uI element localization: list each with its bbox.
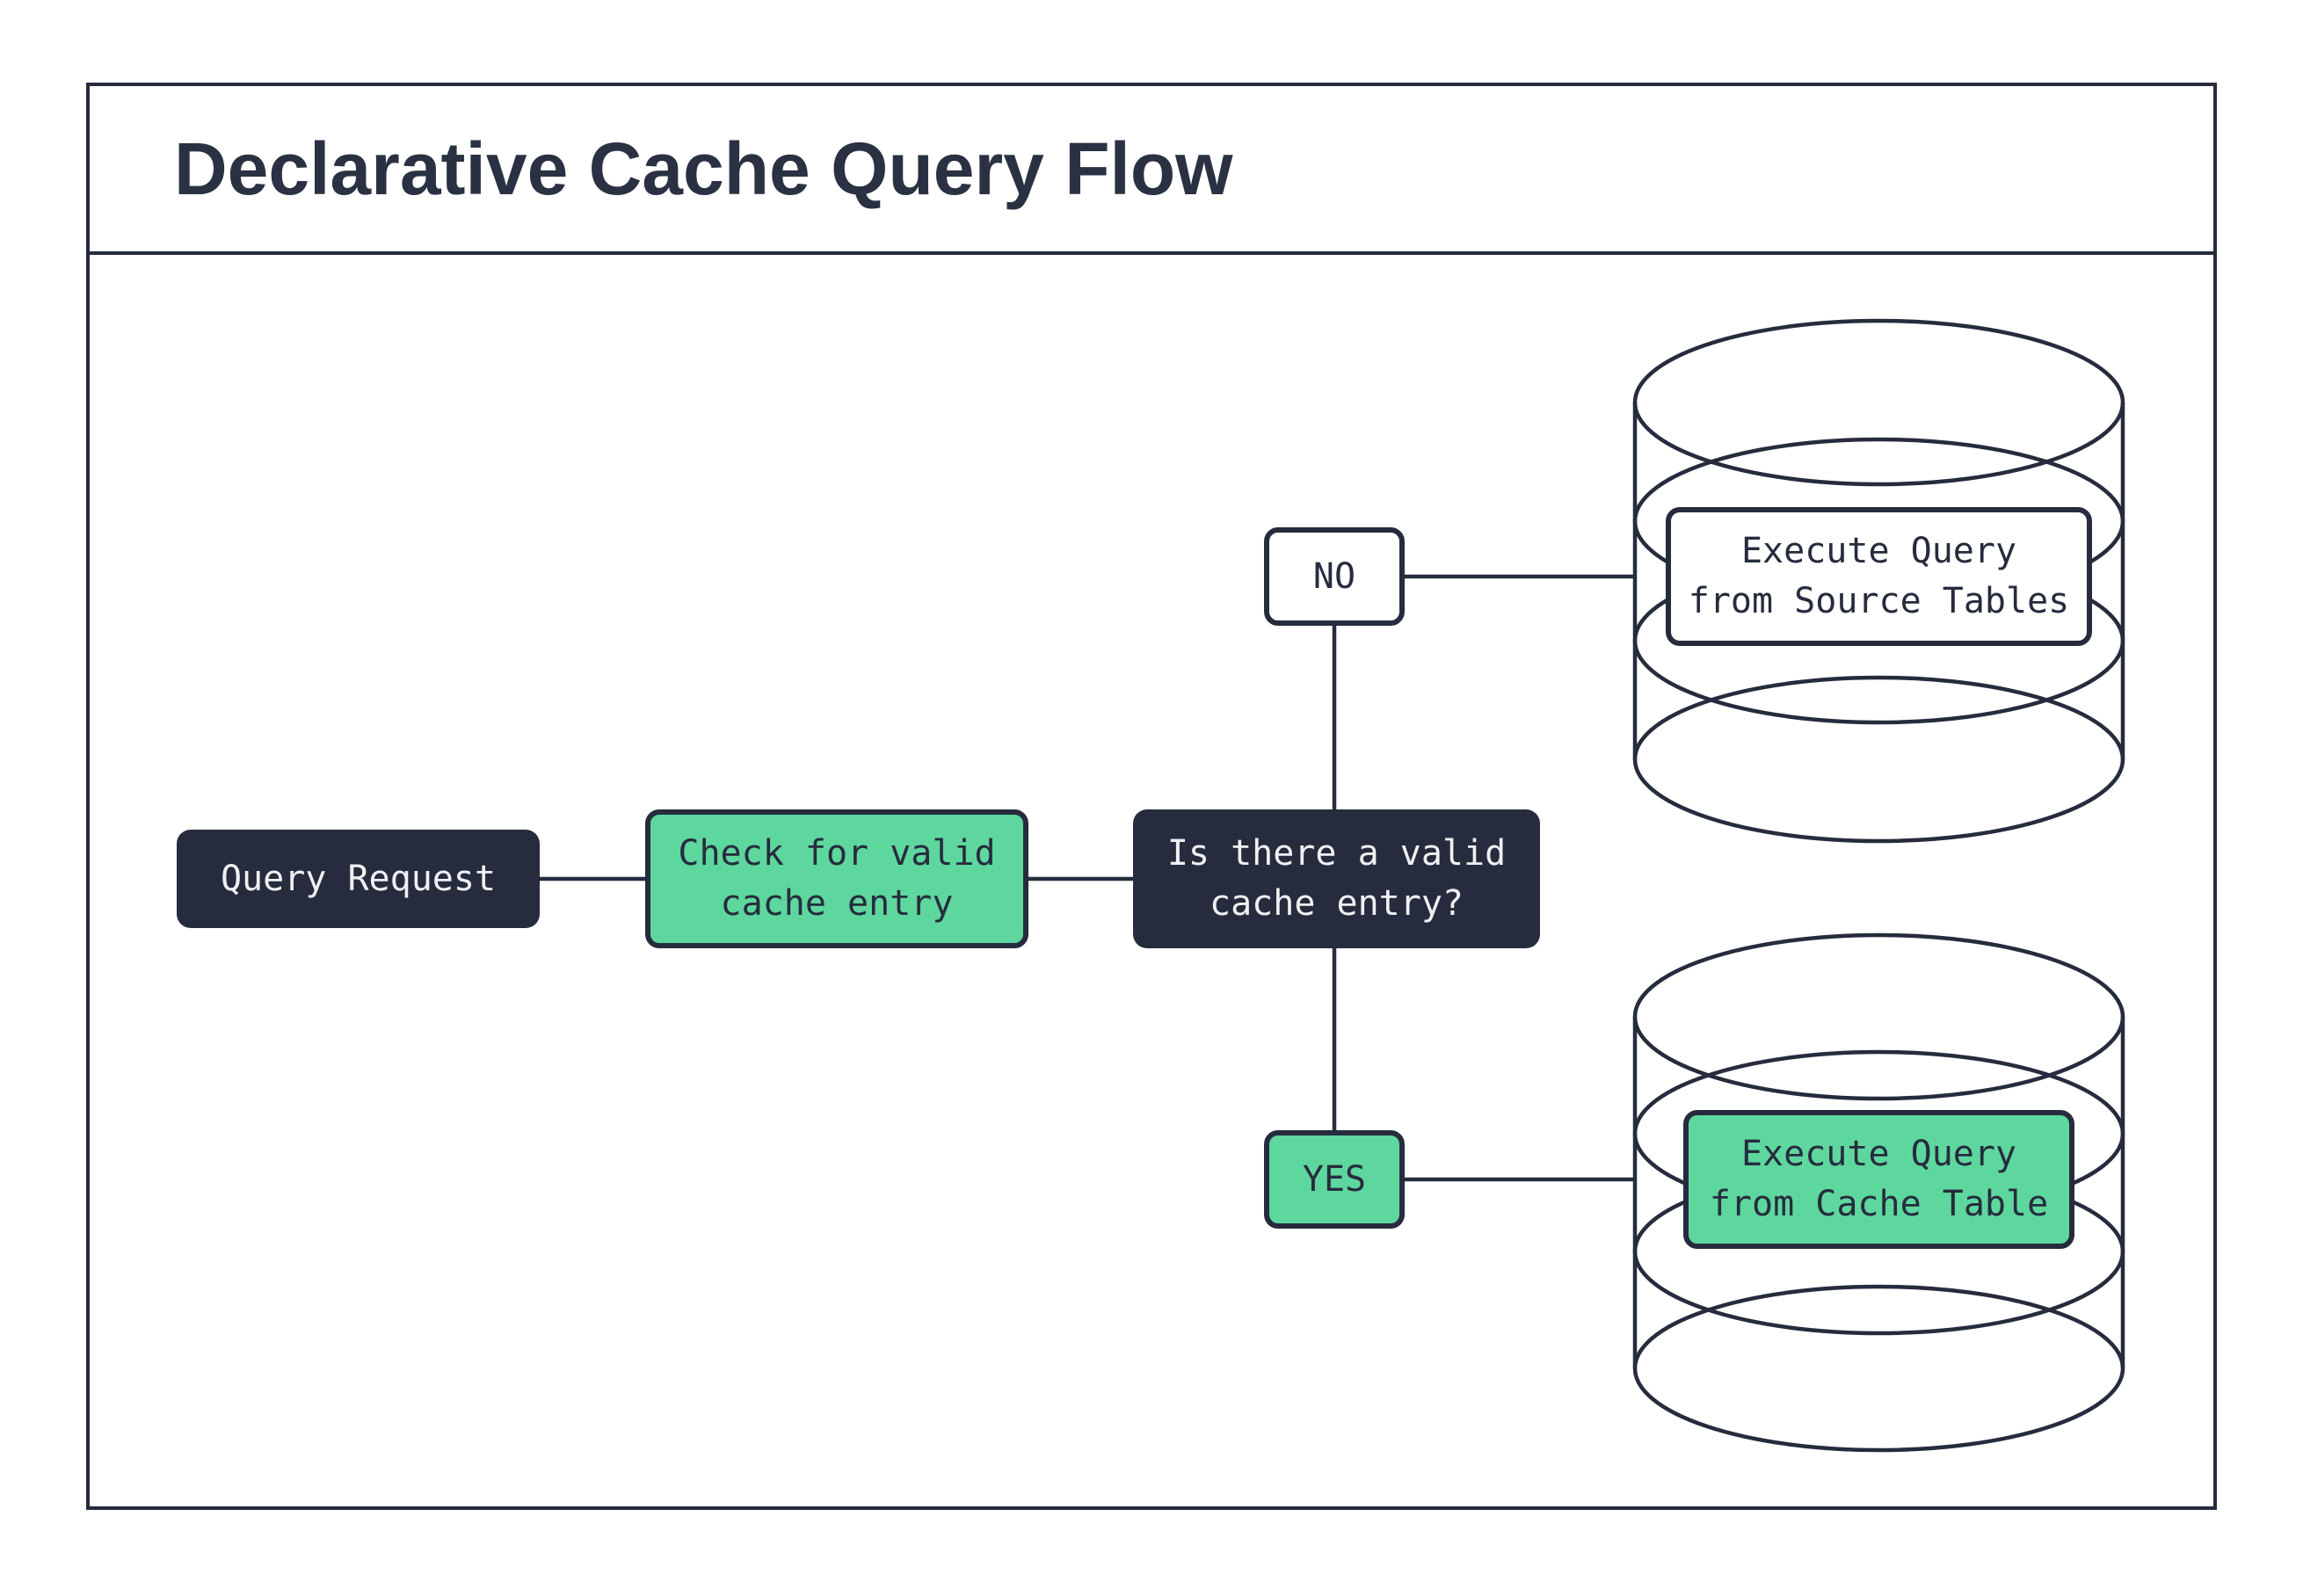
diagram-frame: Declarative Cache Query Flow	[86, 83, 2217, 1510]
branch-label-no: NO	[1264, 527, 1405, 626]
node-query-request: Query Request	[177, 830, 540, 928]
node-execute-query-cache-table: Execute Query from Cache Table	[1683, 1110, 2074, 1249]
node-check-cache-entry: Check for valid cache entry	[645, 809, 1028, 948]
branch-label-yes: YES	[1264, 1130, 1405, 1229]
cache-database-cylinder-icon	[1632, 932, 2125, 1453]
page-title: Declarative Cache Query Flow	[174, 127, 1233, 210]
node-decision-valid-cache: Is there a valid cache entry?	[1133, 809, 1540, 948]
node-execute-query-source-tables: Execute Query from Source Tables	[1666, 507, 2092, 646]
title-bar: Declarative Cache Query Flow	[90, 86, 2213, 255]
